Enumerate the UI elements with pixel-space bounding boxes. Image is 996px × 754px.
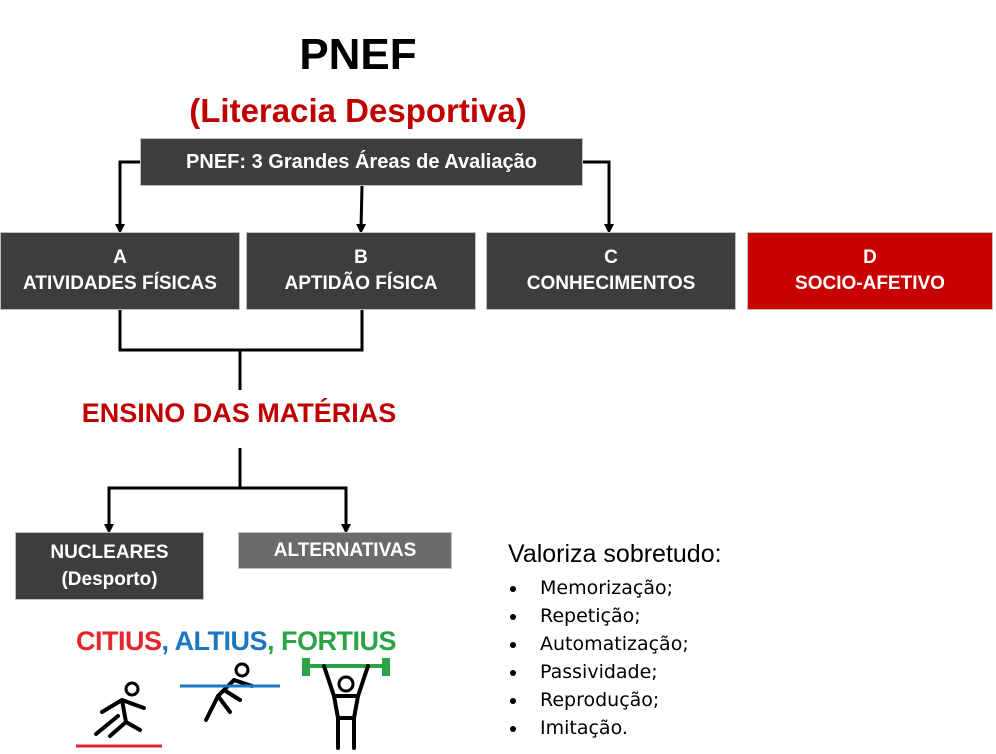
nucleares-sub-label: (Desporto) [61,569,158,590]
list-item-label: Automatização; [540,633,689,655]
list-item-label: Memorização; [540,577,674,599]
area-box-b: B APTIDÃO FÍSICA [246,232,476,310]
alternativas-label: ALTERNATIVAS [273,539,417,561]
arrow-to-b [356,185,367,234]
arrow-to-alternativas [240,486,351,534]
area-label: CONHECIMENTOS [526,273,696,294]
nucleares-box: NUCLEARES (Desporto) [15,532,204,600]
bullet-icon [510,698,516,704]
page-subtitle: (Literacia Desportiva) [189,92,527,129]
area-label: APTIDÃO FÍSICA [284,273,438,294]
motto-separator: , [161,626,175,656]
valoriza-list: Memorização; Repetição; Automatização; P… [508,574,689,742]
area-letter: B [354,247,368,268]
area-label: ATIVIDADES FÍSICAS [23,273,217,294]
area-label: SOCIO-AFETIVO [795,273,945,294]
olympic-motto: CITIUS, ALTIUS, FORTIUS [76,626,397,657]
area-letter: C [604,247,618,268]
bullet-icon [510,642,516,648]
motto-altius: ALTIUS [174,626,268,656]
list-item-label: Passividade; [540,661,658,683]
evaluation-areas-header-label: PNEF: 3 Grandes Áreas de Avaliação [186,150,537,173]
list-item-label: Repetição; [540,605,641,627]
list-item: Repetição; [508,602,689,630]
bullet-icon [510,586,516,592]
bullet-icon [510,670,516,676]
area-box-a: A ATIVIDADES FÍSICAS [0,232,240,310]
arrow-to-c [583,160,614,234]
weightlifter-icon [302,658,390,750]
alternativas-box: ALTERNATIVAS [238,532,452,569]
list-item-label: Reprodução; [540,689,660,711]
area-box-c: C CONHECIMENTOS [486,232,736,310]
motto-separator: , [267,626,282,656]
high-jumper-icon [180,662,280,722]
area-letter: A [113,247,127,268]
list-item: Memorização; [508,574,689,602]
nucleares-label: NUCLEARES [50,542,169,563]
motto-citius: CITIUS [76,626,162,656]
page-title: PNEF [299,30,417,79]
motto-fortius: FORTIUS [281,626,397,656]
area-box-d: D SOCIO-AFETIVO [747,232,993,310]
list-item: Reprodução; [508,686,689,714]
arrow-to-nucleares [104,486,240,534]
bullet-icon [510,726,516,732]
join-a-b [118,310,364,352]
valoriza-heading: Valoriza sobretudo: [508,540,722,568]
list-item-label: Imitação. [540,717,628,739]
list-item: Automatização; [508,630,689,658]
bullet-icon [510,614,516,620]
list-item: Passividade; [508,658,689,686]
arrow-to-a [115,160,140,234]
ensino-heading: ENSINO DAS MATÉRIAS [81,398,397,428]
list-item: Imitação. [508,714,689,742]
evaluation-areas-header: PNEF: 3 Grandes Áreas de Avaliação [140,138,583,186]
sprinter-icon [76,681,162,748]
area-letter: D [863,247,877,268]
